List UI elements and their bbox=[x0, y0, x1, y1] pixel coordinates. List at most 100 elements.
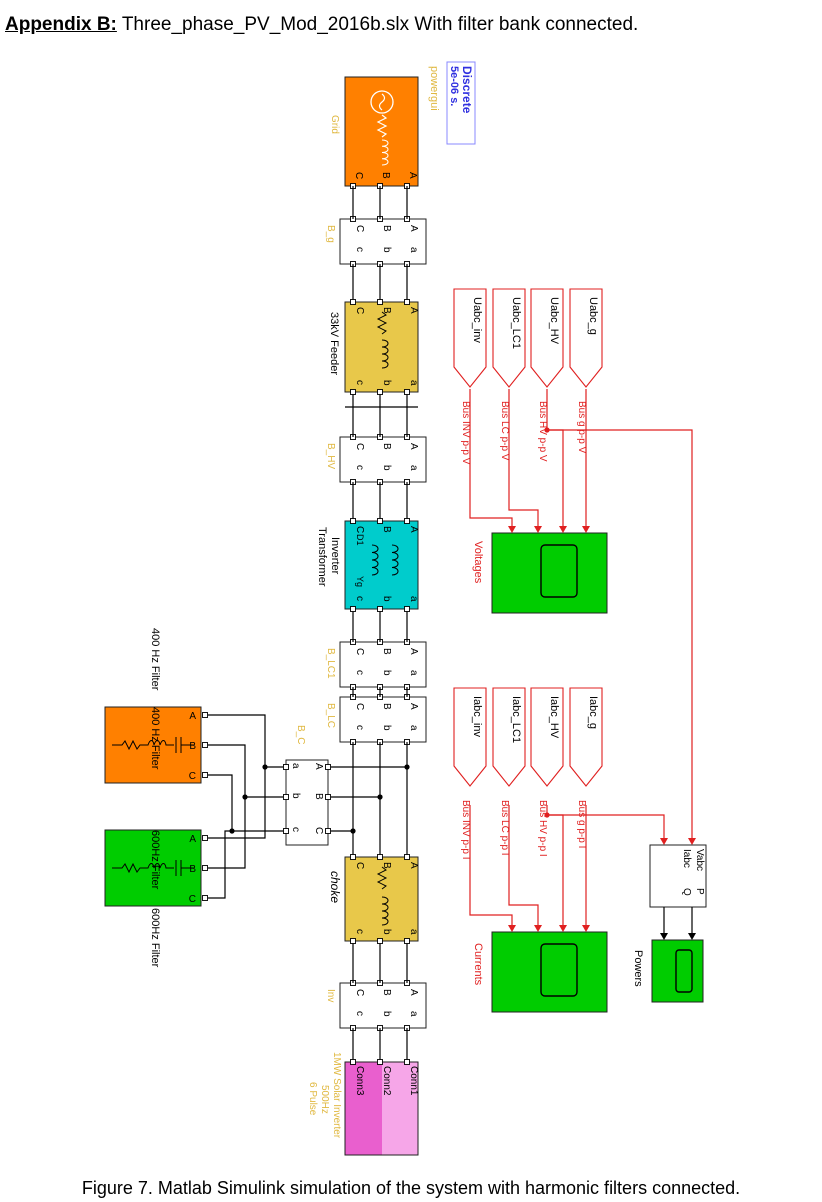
transformer-label-1: Inverter bbox=[329, 537, 341, 575]
bus-b-hv-port-label: B bbox=[381, 443, 392, 450]
choke-port-label: C bbox=[354, 862, 365, 869]
filter-600hz-label: 600Hz Filter bbox=[149, 830, 161, 890]
bus-b-g-port-label: a bbox=[408, 247, 419, 253]
transformer-port-label: B bbox=[381, 526, 392, 533]
grid-port-label: A bbox=[407, 172, 418, 179]
current-tag-label: Iabc_LC1 bbox=[510, 696, 522, 743]
resistor-symbol bbox=[376, 311, 388, 335]
pq-in-vabc: Vabc bbox=[694, 849, 705, 871]
choke-port-in bbox=[377, 854, 383, 860]
inverter-port-label: Conn3 bbox=[354, 1066, 365, 1096]
filter-400hz-title: 400 Hz Filter bbox=[149, 628, 161, 691]
voltage-goto-tag bbox=[569, 288, 603, 388]
transformer-port-label: b bbox=[381, 596, 392, 602]
voltage-bus-label: Bus HV p-p V bbox=[537, 401, 548, 462]
choke-port-out bbox=[404, 938, 410, 944]
appendix-label: Appendix B: bbox=[5, 14, 117, 35]
arrow-head bbox=[688, 838, 696, 845]
pq-out-p: P bbox=[694, 888, 705, 895]
voltage-tag-label: Uabc_inv bbox=[471, 297, 483, 343]
bus-inv-port-label: C bbox=[354, 989, 365, 996]
inductor-symbol bbox=[371, 544, 379, 576]
bus-b-hv-port-label: A bbox=[408, 443, 419, 450]
current-goto-tag bbox=[492, 687, 526, 787]
bus-b-hv-port-label: c bbox=[354, 465, 365, 470]
junction-dot bbox=[262, 764, 268, 770]
arrow-head bbox=[559, 925, 567, 932]
bus-b-g-port-label: b bbox=[381, 247, 392, 253]
bus-b-hv-port-label: b bbox=[381, 465, 392, 471]
transformer-port-in bbox=[377, 518, 383, 524]
filter-600hz-port bbox=[202, 865, 208, 871]
signal-bus-lc-v bbox=[508, 389, 539, 528]
voltage-goto-tag bbox=[530, 288, 564, 388]
feeder-port-out bbox=[404, 389, 410, 395]
capacitor-symbol bbox=[175, 737, 194, 753]
bus-b-c-port-label: b bbox=[290, 793, 301, 799]
filter-400hz-port-label: B bbox=[189, 741, 196, 752]
voltage-tag-label: Uabc_HV bbox=[548, 297, 560, 345]
bus-b-lc1-port-label: B bbox=[381, 648, 392, 655]
choke-block bbox=[344, 856, 419, 942]
filter-400hz-port bbox=[202, 772, 208, 778]
pq-out-q: Q bbox=[681, 888, 692, 896]
bus-inv-label: Inv bbox=[325, 989, 336, 1002]
bus-b-c-port-label: C bbox=[313, 827, 324, 834]
power-calc-block bbox=[649, 844, 707, 908]
bus-b-c-port-right bbox=[325, 794, 331, 800]
feeder-port-label: C bbox=[354, 307, 365, 314]
choke-port-out bbox=[350, 938, 356, 944]
bus-b-lc1-label: B_LC1 bbox=[325, 648, 336, 679]
bus-b-hv-block bbox=[339, 436, 427, 483]
bus-b-lc-port-label: B bbox=[381, 703, 392, 710]
bus-b-c-port-label: a bbox=[290, 763, 301, 769]
filter-400hz-port-label: A bbox=[189, 711, 196, 722]
arrow-head bbox=[534, 526, 542, 533]
signal-bus-lc-i bbox=[508, 805, 539, 927]
feeder-port-label: b bbox=[381, 380, 392, 386]
bus-b-lc-block bbox=[339, 696, 427, 743]
grid-port-label: B bbox=[380, 172, 391, 179]
bus-b-c-port-left bbox=[283, 794, 289, 800]
feeder-port-label: B bbox=[381, 307, 392, 314]
arrow-head bbox=[559, 526, 567, 533]
resistor-symbol bbox=[376, 866, 388, 890]
bus-b-lc1-port-label: A bbox=[408, 648, 419, 655]
filter-wire-a bbox=[208, 714, 283, 768]
bus-b-hv-port-label: C bbox=[354, 443, 365, 450]
inverter-label-2: 500Hz bbox=[319, 1085, 330, 1114]
powergui-label: powergui bbox=[428, 66, 440, 111]
transformer-port-in bbox=[350, 518, 356, 524]
feeder-port-out bbox=[350, 389, 356, 395]
junction-dot bbox=[242, 794, 248, 800]
choke-port-label: b bbox=[381, 929, 392, 935]
choke-port-in bbox=[404, 854, 410, 860]
inverter-gradient bbox=[382, 1062, 418, 1155]
arrow-head bbox=[508, 925, 516, 932]
voltage-goto-tag bbox=[492, 288, 526, 388]
pq-in-iabc: Iabc bbox=[681, 849, 692, 868]
filter-600hz-port-label: B bbox=[189, 864, 196, 875]
rlc-symbol bbox=[112, 862, 174, 874]
current-bus-label: Bus HV p-p I bbox=[537, 800, 548, 857]
currents-label: Currents bbox=[472, 943, 484, 986]
grid-label: Grid bbox=[329, 115, 340, 134]
bus-b-hv-label: B_HV bbox=[325, 443, 336, 469]
current-bus-label: Bus LC p-p I bbox=[499, 800, 510, 856]
bus-b-g-port-label: A bbox=[408, 225, 419, 232]
bus-inv-port-label: a bbox=[408, 1011, 419, 1017]
inductor-symbol bbox=[381, 896, 389, 926]
transformer-out-tag: Yg bbox=[355, 576, 365, 587]
bus-b-g-block bbox=[339, 218, 427, 265]
arrow-head bbox=[534, 925, 542, 932]
bus-b-c-port-right bbox=[325, 828, 331, 834]
filter-600hz-port-label: A bbox=[189, 834, 196, 845]
choke-port-out bbox=[377, 938, 383, 944]
filter-600hz-port bbox=[202, 835, 208, 841]
bus-b-g-port-label: C bbox=[354, 225, 365, 232]
bus-b-c-port-left bbox=[283, 764, 289, 770]
bus-b-lc-port-label: A bbox=[408, 703, 419, 710]
current-tag-label: Iabc_HV bbox=[548, 696, 560, 739]
current-goto-tag bbox=[530, 687, 564, 787]
figure-caption: Figure 7. Matlab Simulink simulation of … bbox=[81, 1178, 741, 1198]
